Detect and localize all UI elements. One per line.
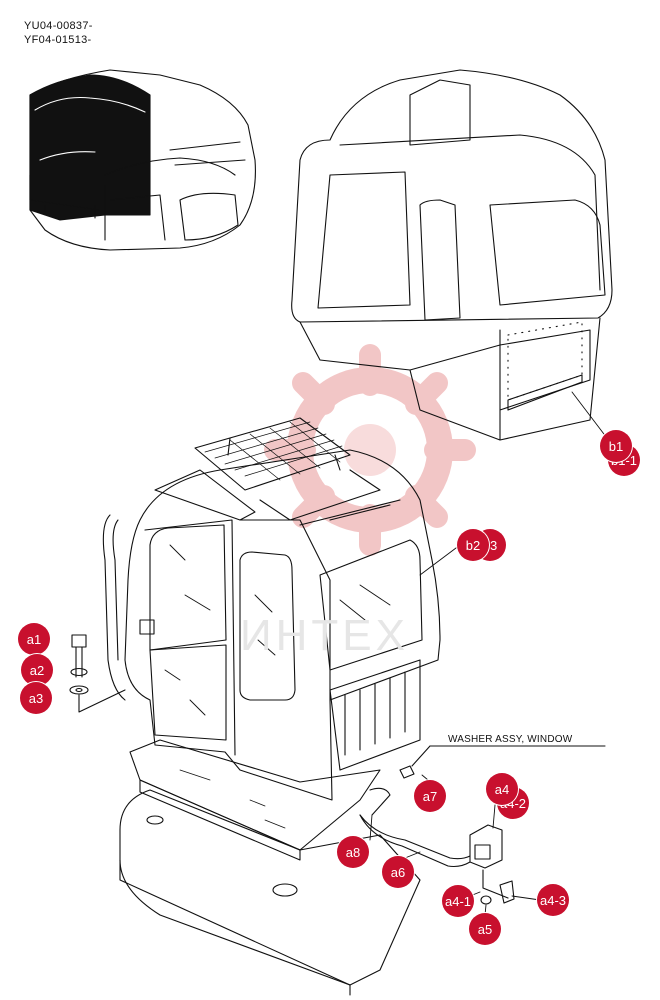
floor-frame [119, 739, 421, 996]
machine-thumbnail [29, 69, 256, 251]
callout-a1[interactable]: a1 [18, 623, 50, 655]
callout-b1[interactable]: b1 [600, 430, 632, 462]
serial-range-1: YU04-00837- [24, 20, 93, 32]
watermark-text: ИНТЕХ [240, 611, 409, 660]
callout-a4[interactable]: a4 [486, 773, 518, 805]
bolt-washer-stack [69, 634, 126, 713]
callout-b2[interactable]: b2 [457, 529, 489, 561]
serial-range-2: YF04-01513- [24, 34, 92, 46]
callout-a8[interactable]: a8 [337, 836, 369, 868]
watermark-gear-icon [264, 344, 476, 556]
parts-note-label: WASHER ASSY, WINDOW [448, 734, 573, 745]
callout-a5[interactable]: a5 [469, 913, 501, 945]
callout-a4-1[interactable]: a4-1 [442, 885, 474, 917]
callout-a6[interactable]: a6 [382, 856, 414, 888]
cab-upper-outline [291, 69, 613, 441]
cab-main-assembly [102, 449, 441, 801]
roof-guard-grille [154, 417, 401, 526]
callout-a4-3[interactable]: a4-3 [537, 884, 569, 916]
callout-a3[interactable]: a3 [20, 682, 52, 714]
callout-a7[interactable]: a7 [414, 780, 446, 812]
